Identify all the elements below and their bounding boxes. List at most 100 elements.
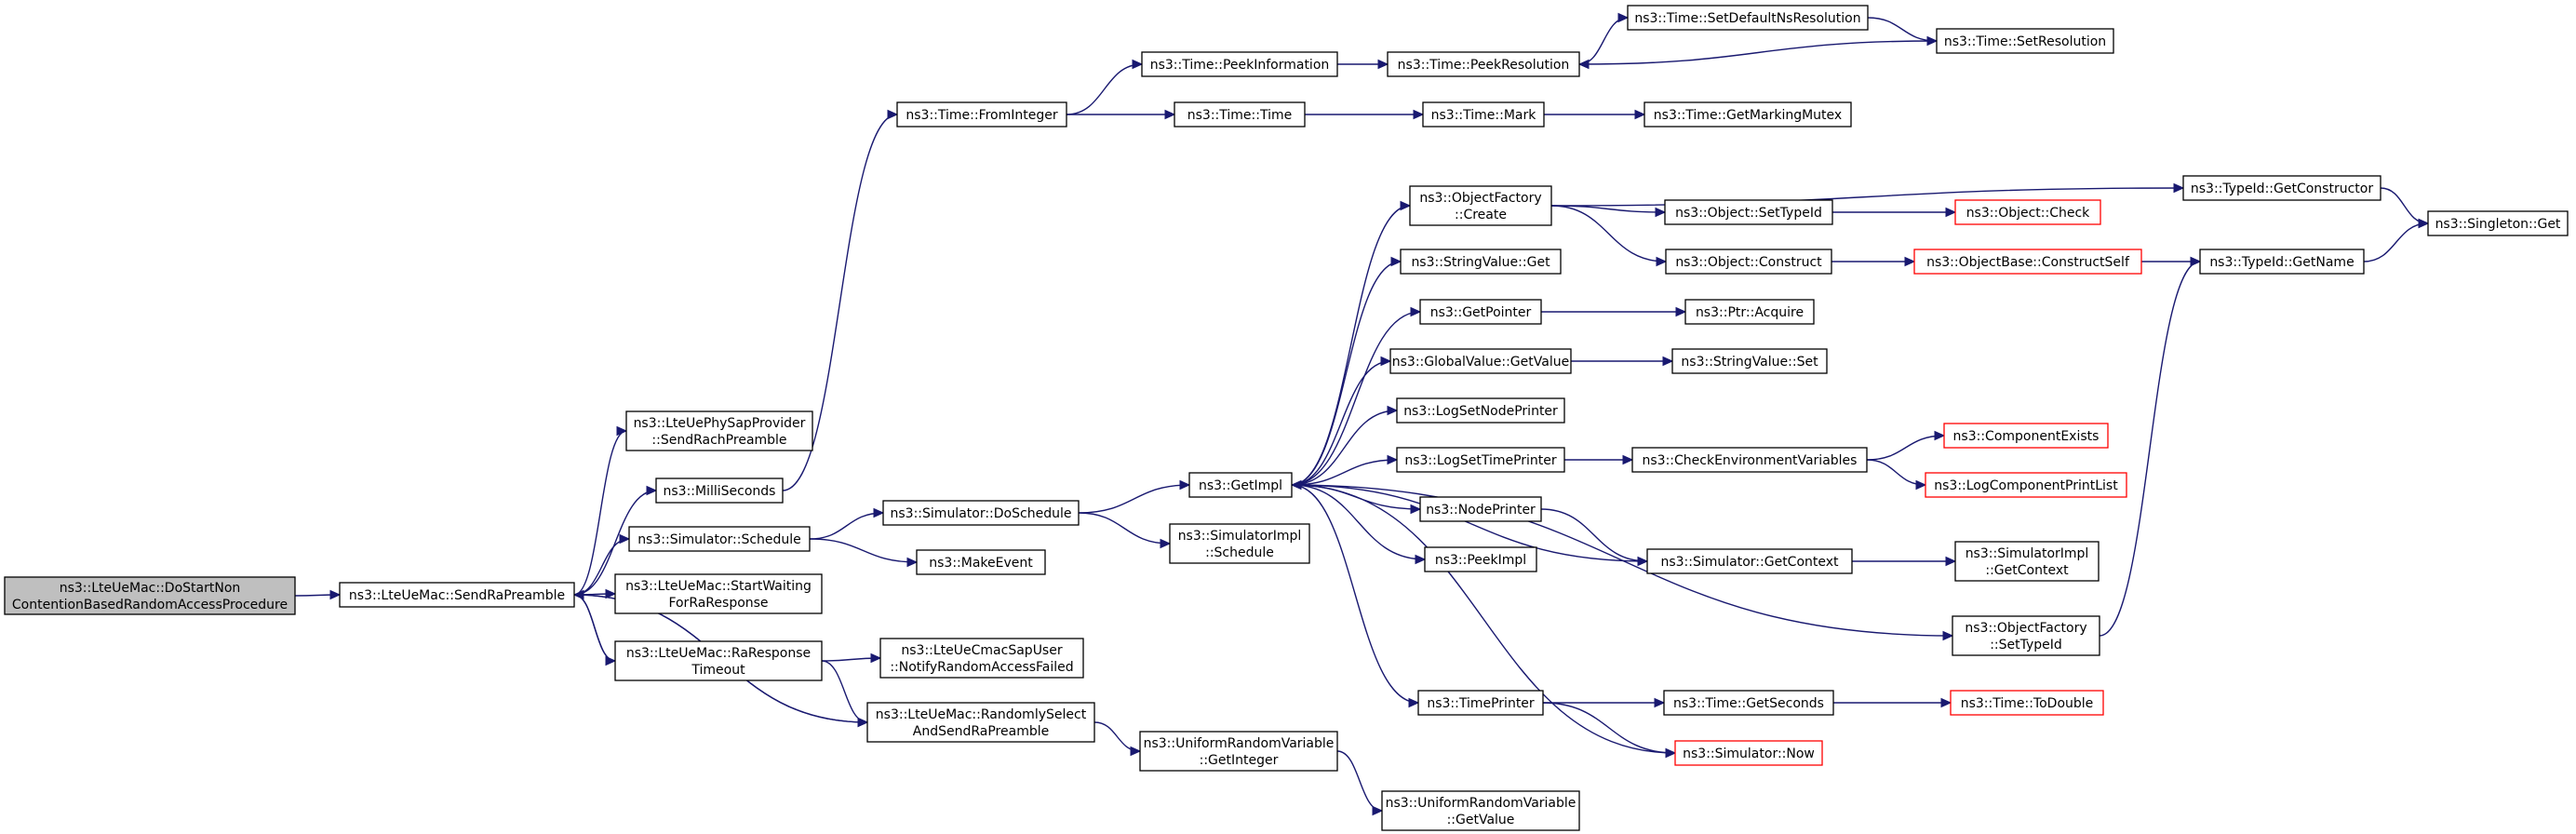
node-box[interactable] (614, 573, 823, 614)
node-box[interactable] (1424, 546, 1537, 572)
node-box[interactable] (1952, 615, 2100, 656)
node-box[interactable] (1646, 548, 1853, 574)
graph-node[interactable]: ns3::LogComponentPrintList (1925, 472, 2127, 498)
node-box[interactable] (1954, 541, 2100, 582)
node-box[interactable] (1422, 101, 1545, 128)
node-box[interactable] (2427, 210, 2569, 236)
graph-node[interactable]: ns3::LteUeMac::RandomlySelectAndSendRaPr… (866, 702, 1095, 743)
graph-node[interactable]: ns3::Time::GetMarkingMutex (1644, 101, 1852, 128)
node-box[interactable] (1936, 28, 2114, 54)
graph-node[interactable]: ns3::MakeEvent (916, 549, 1046, 575)
node-box[interactable] (1400, 249, 1562, 275)
node-box[interactable] (614, 640, 823, 681)
node-box[interactable] (1631, 447, 1868, 473)
node-box[interactable] (1141, 51, 1338, 77)
graph-node[interactable]: ns3::LogSetTimePrinter (1396, 447, 1565, 473)
node-box[interactable] (1665, 249, 1832, 275)
graph-node[interactable]: ns3::Simulator::GetContext (1646, 548, 1853, 574)
graph-node[interactable]: ns3::Time::ToDouble (1950, 690, 2104, 716)
node-box[interactable] (1417, 690, 1544, 716)
node-box[interactable] (1674, 740, 1823, 766)
graph-node[interactable]: ns3::UniformRandomVariable::GetInteger (1139, 731, 1338, 772)
graph-node[interactable]: ns3::ObjectFactory::SetTypeId (1952, 615, 2100, 656)
node-box[interactable] (1396, 447, 1565, 473)
graph-node[interactable]: ns3::PeekImpl (1424, 546, 1537, 572)
graph-node[interactable]: ns3::SimulatorImpl::GetContext (1954, 541, 2100, 582)
node-box[interactable] (879, 638, 1084, 679)
graph-node[interactable]: ns3::GetPointer (1419, 299, 1542, 325)
graph-node[interactable]: ns3::Time::FromInteger (896, 101, 1067, 128)
node-box[interactable] (1139, 731, 1338, 772)
node-box[interactable] (1169, 523, 1310, 564)
node-box[interactable] (1950, 690, 2104, 716)
node-box[interactable] (1684, 299, 1815, 325)
graph-node[interactable]: ns3::LteUeMac::DoStartNonContentionBased… (4, 576, 296, 615)
graph-node[interactable]: ns3::Object::Construct (1665, 249, 1832, 275)
node-box[interactable] (1925, 472, 2127, 498)
node-box[interactable] (1409, 185, 1552, 226)
graph-node[interactable]: ns3::SimulatorImpl::Schedule (1169, 523, 1310, 564)
node-box[interactable] (655, 478, 784, 504)
graph-node[interactable]: ns3::Simulator::DoSchedule (882, 500, 1080, 526)
graph-node[interactable]: ns3::TypeId::GetName (2199, 249, 2365, 275)
node-box[interactable] (1387, 51, 1580, 77)
graph-node[interactable]: ns3::ObjectFactory::Create (1409, 185, 1552, 226)
graph-node[interactable]: ns3::NodePrinter (1419, 496, 1542, 522)
graph-node[interactable]: ns3::GlobalValue::GetValue (1389, 348, 1572, 374)
graph-node[interactable]: ns3::Simulator::Now (1674, 740, 1823, 766)
node-box[interactable] (1663, 690, 1834, 716)
graph-node[interactable]: ns3::Time::SetResolution (1936, 28, 2114, 54)
graph-node[interactable]: ns3::Simulator::Schedule (628, 526, 811, 552)
graph-node[interactable]: ns3::ComponentExists (1943, 423, 2109, 449)
node-box[interactable] (2199, 249, 2365, 275)
node-box[interactable] (1627, 5, 1869, 31)
node-box[interactable] (1943, 423, 2109, 449)
graph-node[interactable]: ns3::GetImpl (1188, 472, 1293, 498)
graph-node[interactable]: ns3::LteUeCmacSapUser::NotifyRandomAcces… (879, 638, 1084, 679)
node-box[interactable] (1644, 101, 1852, 128)
graph-node[interactable]: ns3::StringValue::Get (1400, 249, 1562, 275)
node-box[interactable] (1419, 496, 1542, 522)
node-box[interactable] (1389, 348, 1572, 374)
node-box[interactable] (625, 410, 813, 451)
graph-node[interactable]: ns3::Time::Time (1174, 101, 1306, 128)
node-box[interactable] (1188, 472, 1293, 498)
node-box[interactable] (4, 576, 296, 615)
node-box[interactable] (1913, 249, 2142, 275)
graph-node[interactable]: ns3::Object::Check (1954, 199, 2101, 225)
graph-node[interactable]: ns3::StringValue::Set (1671, 348, 1828, 374)
node-box[interactable] (1954, 199, 2101, 225)
graph-node[interactable]: ns3::LteUePhySapProvider::SendRachPreamb… (625, 410, 813, 451)
node-box[interactable] (882, 500, 1080, 526)
node-box[interactable] (1664, 199, 1833, 225)
node-box[interactable] (866, 702, 1095, 743)
graph-node[interactable]: ns3::LogSetNodePrinter (1396, 397, 1565, 424)
graph-node[interactable]: ns3::TypeId::GetConstructor (2182, 175, 2381, 201)
node-box[interactable] (896, 101, 1067, 128)
graph-node[interactable]: ns3::Time::GetSeconds (1663, 690, 1834, 716)
graph-node[interactable]: ns3::LteUeMac::SendRaPreamble (339, 582, 575, 608)
graph-node[interactable]: ns3::TimePrinter (1417, 690, 1544, 716)
graph-node[interactable]: ns3::MilliSeconds (655, 478, 784, 504)
graph-node[interactable]: ns3::Object::SetTypeId (1664, 199, 1833, 225)
graph-node[interactable]: ns3::Time::PeekResolution (1387, 51, 1580, 77)
graph-node[interactable]: ns3::Singleton::Get (2427, 210, 2569, 236)
node-box[interactable] (916, 549, 1046, 575)
node-box[interactable] (1381, 790, 1580, 831)
graph-node[interactable]: ns3::Time::SetDefaultNsResolution (1627, 5, 1869, 31)
graph-node[interactable]: ns3::UniformRandomVariable::GetValue (1381, 790, 1580, 831)
graph-node[interactable]: ns3::Time::PeekInformation (1141, 51, 1338, 77)
node-box[interactable] (1419, 299, 1542, 325)
node-box[interactable] (1396, 397, 1565, 424)
node-box[interactable] (1174, 101, 1306, 128)
graph-node[interactable]: ns3::Ptr::Acquire (1684, 299, 1815, 325)
graph-node[interactable]: ns3::Time::Mark (1422, 101, 1545, 128)
graph-node[interactable]: ns3::ObjectBase::ConstructSelf (1913, 249, 2142, 275)
node-box[interactable] (628, 526, 811, 552)
node-box[interactable] (1671, 348, 1828, 374)
node-box[interactable] (2182, 175, 2381, 201)
graph-node[interactable]: ns3::CheckEnvironmentVariables (1631, 447, 1868, 473)
node-box[interactable] (339, 582, 575, 608)
